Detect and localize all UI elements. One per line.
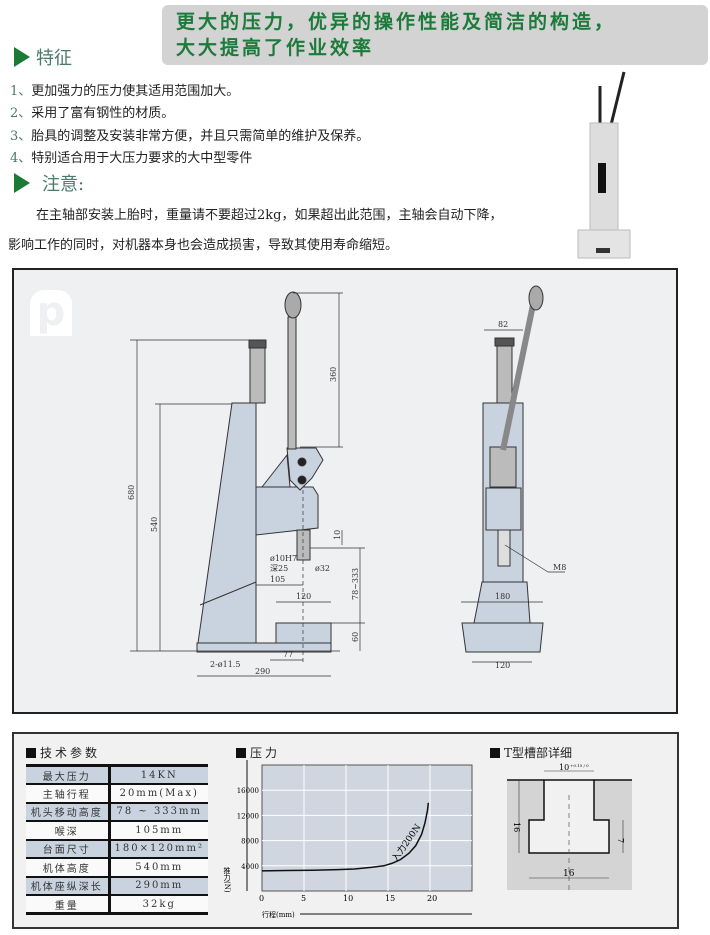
specs-heading: 技术参数 <box>26 744 100 761</box>
product-photo <box>577 71 631 259</box>
spec-label: 机体高度 <box>26 858 111 878</box>
dim-82: 82 <box>498 320 508 329</box>
x-tick-label: 0 <box>259 894 264 903</box>
spec-label: 喉深 <box>26 821 111 841</box>
dim-m8: M8 <box>553 563 566 572</box>
dim-105: 105 <box>270 575 285 584</box>
technical-drawing-panel <box>12 268 678 714</box>
dim-60: 60 <box>351 632 360 642</box>
dim-bore: ø10H7 <box>270 554 297 563</box>
square-bullet-icon <box>236 747 246 758</box>
dim-540: 540 <box>150 517 159 532</box>
x-axis-label: 行程(mm) <box>262 910 295 919</box>
tslot-neck: 7 <box>616 838 625 843</box>
triangle-bullet-icon <box>14 173 30 193</box>
dim-120: 120 <box>296 592 311 601</box>
triangle-bullet-icon <box>14 47 30 67</box>
square-bullet-icon <box>26 747 36 758</box>
spec-value: 540mm <box>109 858 208 878</box>
worktable <box>275 622 332 644</box>
spec-label: 重量 <box>26 895 111 915</box>
feature-item: 2、采用了富有钢性的材质。 <box>10 106 175 121</box>
x-tick-label: 15 <box>385 894 395 903</box>
tslot-diagram: 10 +0.15 / 0 16 7 16 <box>507 763 632 890</box>
spec-label: 机体座纵深长 <box>26 876 111 896</box>
square-bullet-icon <box>490 747 500 758</box>
spec-value: 105mm <box>109 821 208 841</box>
headline-line-2: 大大提高了作业效率 <box>176 37 375 59</box>
spec-label: 台面尺寸 <box>26 839 111 859</box>
spec-value: 32kg <box>109 895 208 915</box>
feature-item: 1、更加强力的压力使其适用范围加大。 <box>10 84 240 99</box>
tslot-width: 16 <box>563 869 575 879</box>
dim-360: 360 <box>329 367 338 382</box>
tslot-depth: 16 <box>512 822 521 832</box>
dim-depth: 深25 <box>270 564 288 573</box>
notice-text-2: 影响工作的同时，对机器本身也会造成损害，导致其使用寿命缩短。 <box>8 238 399 253</box>
headline-banner: 更大的压力，优异的操作性能及简洁的构造， 大大提高了作业效率 <box>162 5 708 65</box>
headline-line-1: 更大的压力，优异的操作性能及简洁的构造， <box>176 11 617 33</box>
spec-value: 290mm <box>109 876 208 896</box>
plot-area <box>261 764 473 892</box>
features-title: 特征 <box>36 48 72 69</box>
base-plate <box>196 642 332 653</box>
tslot-tolerance: +0.15 / 0 <box>570 763 589 768</box>
feature-item: 4、特别适合用于大压力要求的大中型零件 <box>10 151 253 166</box>
y-axis-label: 推力(N) <box>223 866 231 893</box>
y-tick-label: 12000 <box>237 812 259 820</box>
features-heading: 特征 <box>14 44 72 70</box>
notice-text-1: 在主轴部安装上胎时，重量请不要超过2kg，如果超出此范围，主轴会自动下降， <box>36 208 503 223</box>
spec-value: 14KN <box>109 765 208 785</box>
x-tick-label: 10 <box>343 894 353 903</box>
spec-value: 20mm(Max) <box>109 784 208 804</box>
notice-title: 注意: <box>42 174 85 195</box>
x-tick-label: 20 <box>427 894 437 903</box>
dim-10: 10 <box>333 530 342 540</box>
notice-heading: 注意: <box>14 170 84 196</box>
spec-value: 78 ~ 333mm <box>109 802 208 822</box>
dim-290: 290 <box>255 667 270 676</box>
dim-78-333: 78~333 <box>351 568 360 600</box>
dim-180: 180 <box>495 592 510 601</box>
spec-label: 机头移动高度 <box>26 802 111 822</box>
spec-label: 最大压力 <box>26 765 111 785</box>
feature-item: 3、胎具的调整及安装非常方便，并且只需简单的维护及保养。 <box>10 129 370 144</box>
dim-77: 77 <box>283 650 293 659</box>
series-line <box>261 802 430 872</box>
y-tick-label: 4000 <box>241 863 259 871</box>
spec-value: 180×120mm² <box>109 839 208 859</box>
y-tick-label: 16000 <box>237 787 259 795</box>
dim-shaft: ø32 <box>315 564 330 573</box>
column <box>197 402 257 644</box>
dim-680: 680 <box>127 485 136 500</box>
press-drawing: 680 540 360 10 78~333 60 105 120 77 290 … <box>127 285 566 677</box>
dim-holes: 2-ø11.5 <box>210 660 240 669</box>
brand-logo: p <box>30 290 72 336</box>
tslot-heading: T型槽部详细 <box>490 744 572 761</box>
x-tick-label: 5 <box>301 894 306 903</box>
spec-label: 主轴行程 <box>26 784 111 804</box>
dim-front-120: 120 <box>495 661 510 670</box>
front-base <box>461 622 544 653</box>
tslot-top-width: 10 <box>559 763 569 772</box>
head-arm <box>255 486 319 536</box>
chart-heading: 压力 <box>236 744 280 761</box>
y-tick-label: 8000 <box>241 838 259 846</box>
